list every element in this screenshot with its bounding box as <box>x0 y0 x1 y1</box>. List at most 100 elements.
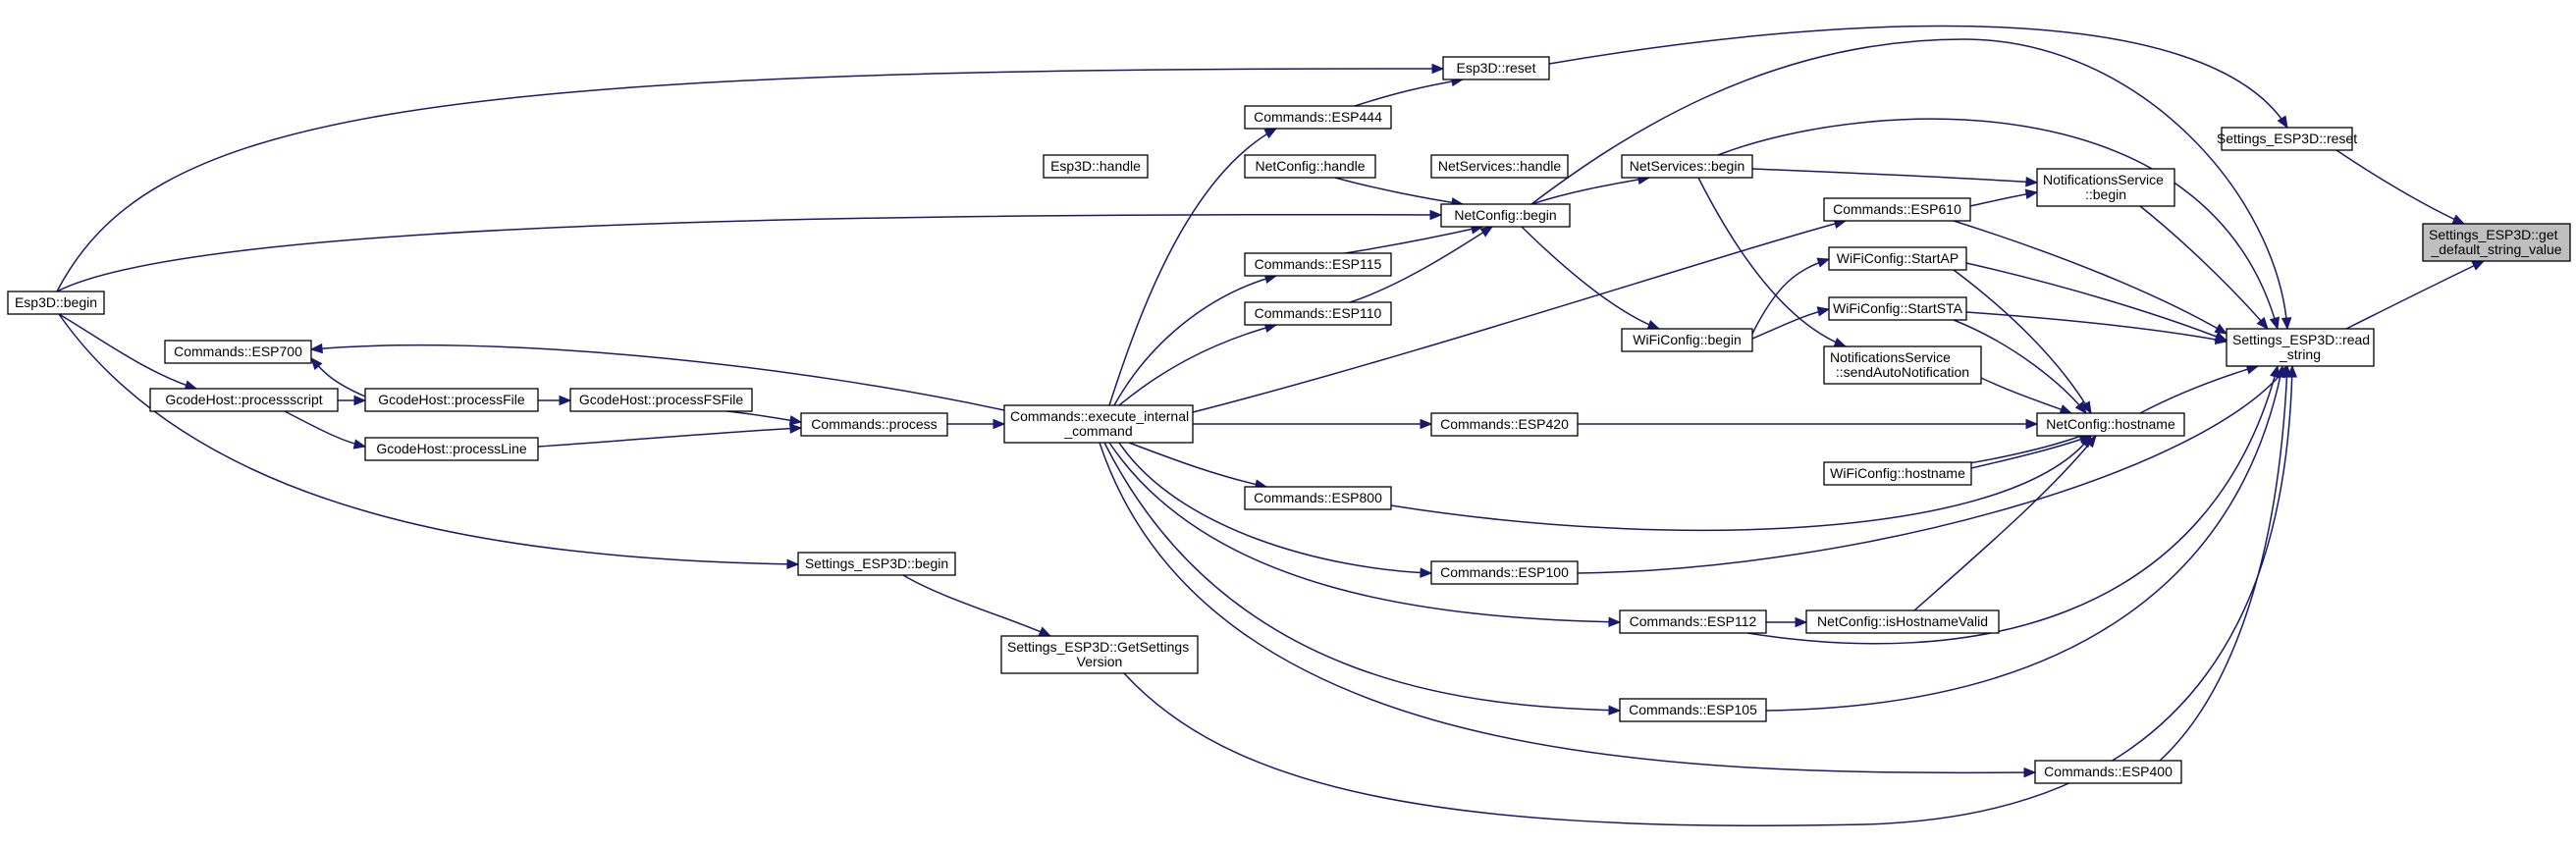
edge-line <box>902 574 1051 637</box>
node-label-line: WiFiConfig::begin <box>1633 332 1742 347</box>
node-esp105[interactable]: Commands::ESP105 <box>1619 698 1767 722</box>
edge-settings_reset-to-get_default <box>2335 149 2466 225</box>
edge-line <box>1965 262 2227 342</box>
edge-processline-to-process <box>537 423 803 448</box>
node-processscript[interactable]: GcodeHost::processscript <box>149 388 339 412</box>
node-box <box>2422 223 2571 262</box>
node-box <box>1828 246 1967 271</box>
node-esp800[interactable]: Commands::ESP800 <box>1244 486 1392 510</box>
edge-line <box>1334 177 1464 205</box>
edge-exec_cmd-to-esp112 <box>1108 442 1622 628</box>
edge-arrowhead <box>1263 128 1278 139</box>
edge-arrowhead <box>2286 364 2298 378</box>
edge-netconfig_begin-to-read_string <box>1530 38 2292 331</box>
edge-netconfig_begin-to-netservices_begin <box>1530 174 1651 205</box>
edge-netconfig_handle-to-netconfig_begin <box>1334 177 1465 208</box>
node-esp420[interactable]: Commands::ESP420 <box>1430 412 1579 437</box>
node-exec_cmd[interactable]: Commands::execute_internal_command <box>1003 404 1194 444</box>
edge-arrowhead <box>2277 115 2288 130</box>
node-box <box>1823 345 1982 385</box>
edge-exec_cmd-to-esp105 <box>1103 442 1622 715</box>
edge-settings_begin-to-getsettingsver <box>902 574 1052 637</box>
edge-arrowhead <box>1795 616 1808 628</box>
node-box <box>1619 698 1767 722</box>
node-label-line: Commands::ESP444 <box>1254 109 1382 125</box>
node-settings_begin[interactable]: Settings_ESP3D::begin <box>797 552 956 576</box>
node-esp112[interactable]: Commands::ESP112 <box>1619 609 1767 634</box>
node-send_notif[interactable]: NotificationsService::sendAutoNotificati… <box>1823 345 1982 385</box>
edge-startsta-to-read_string <box>1965 311 2228 345</box>
edge-line <box>1118 442 1432 574</box>
node-startsta[interactable]: WiFiConfig::StartSTA <box>1828 296 1967 321</box>
edge-line <box>1349 226 1493 303</box>
node-box <box>149 388 339 412</box>
node-label-line: Commands::ESP112 <box>1630 613 1757 629</box>
edge-line <box>1765 365 2283 712</box>
edge-arrowhead <box>1816 306 1831 317</box>
node-esp444[interactable]: Commands::ESP444 <box>1244 105 1392 130</box>
edge-netservices_begin-to-read_string <box>1717 118 2280 331</box>
node-label-line: Commands::ESP105 <box>1629 702 1757 717</box>
node-get_default[interactable]: Settings_ESP3D::get_default_string_value <box>2422 223 2571 262</box>
node-label-line: NetServices::handle <box>1438 158 1562 174</box>
node-netservices_handle[interactable]: NetServices::handle <box>1430 154 1569 179</box>
node-box <box>1003 404 1194 444</box>
node-wifi_hostname[interactable]: WiFiConfig::hostname <box>1823 461 1972 486</box>
node-esp110[interactable]: Commands::ESP110 <box>1244 301 1392 326</box>
node-notif_begin[interactable]: NotificationsService::begin <box>2036 168 2175 207</box>
edge-arrowhead <box>352 439 367 450</box>
node-wifi_begin[interactable]: WiFiConfig::begin <box>1621 328 1753 352</box>
node-label-line: NotificationsService <box>1830 349 1951 365</box>
node-nc_hostname[interactable]: NetConfig::hostname <box>2036 412 2185 437</box>
node-box <box>1619 609 1767 634</box>
node-processfsfile[interactable]: GcodeHost::processFSFile <box>569 388 753 412</box>
node-esp700[interactable]: Commands::ESP700 <box>164 340 312 364</box>
node-box <box>364 437 539 461</box>
edge-arrowhead <box>310 356 323 371</box>
edge-startap-to-read_string <box>1965 262 2228 342</box>
edge-startap-to-nc_hostname <box>1953 269 2092 415</box>
node-box <box>1244 301 1392 326</box>
edge-line <box>2335 149 2465 225</box>
node-settings_reset[interactable]: Settings_ESP3D::reset <box>2217 127 2357 151</box>
node-label-line: _command <box>1063 423 1132 439</box>
edge-arrowhead <box>2059 404 2073 414</box>
edge-esp610-to-notif_begin <box>1969 188 2039 207</box>
node-read_string[interactable]: Settings_ESP3D::read_string <box>2226 328 2375 367</box>
node-processline[interactable]: GcodeHost::processLine <box>364 437 539 461</box>
node-process[interactable]: Commands::process <box>800 412 948 437</box>
node-netservices_begin[interactable]: NetServices::begin <box>1621 154 1753 179</box>
edge-line <box>284 410 366 448</box>
node-startap[interactable]: WiFiConfig::StartAP <box>1828 246 1967 271</box>
node-esp3d_reset[interactable]: Esp3D::reset <box>1442 56 1550 80</box>
edge-line <box>56 68 1444 292</box>
edge-exec_cmd-to-esp110 <box>1118 322 1278 406</box>
edge-arrowhead <box>1431 63 1445 75</box>
edge-line <box>1548 25 2288 129</box>
edge-arrowhead <box>1608 616 1622 628</box>
node-esp400[interactable]: Commands::ESP400 <box>2034 760 2182 784</box>
node-ishostvalid[interactable]: NetConfig::isHostnameValid <box>1805 609 2000 634</box>
node-netconfig_begin[interactable]: NetConfig::begin <box>1440 203 1571 228</box>
node-box <box>164 340 312 364</box>
node-esp3d_begin[interactable]: Esp3D::begin <box>7 291 105 315</box>
node-box <box>1823 461 1972 486</box>
edge-esp3d_reset-to-settings_reset <box>1548 25 2288 130</box>
node-esp3d_handle[interactable]: Esp3D::handle <box>1043 154 1149 179</box>
node-esp610[interactable]: Commands::ESP610 <box>1823 197 1971 222</box>
node-processfile[interactable]: GcodeHost::processFile <box>364 388 539 412</box>
edge-line <box>1354 79 1464 107</box>
edge-arrowhead <box>2214 323 2228 335</box>
node-netconfig_handle[interactable]: NetConfig::handle <box>1244 154 1376 179</box>
edge-arrowhead <box>1833 338 1848 347</box>
node-esp100[interactable]: Commands::ESP100 <box>1430 560 1579 585</box>
node-box <box>1621 328 1753 352</box>
node-box <box>2034 760 2182 784</box>
node-esp115[interactable]: Commands::ESP115 <box>1244 252 1392 277</box>
node-label-line: Settings_ESP3D::begin <box>805 556 948 571</box>
edge-line <box>1530 177 1650 205</box>
edge-line <box>58 313 799 565</box>
node-label-line: Commands::ESP115 <box>1255 256 1382 272</box>
nodes-layer: Settings_ESP3D::get_default_string_value… <box>7 56 2571 784</box>
